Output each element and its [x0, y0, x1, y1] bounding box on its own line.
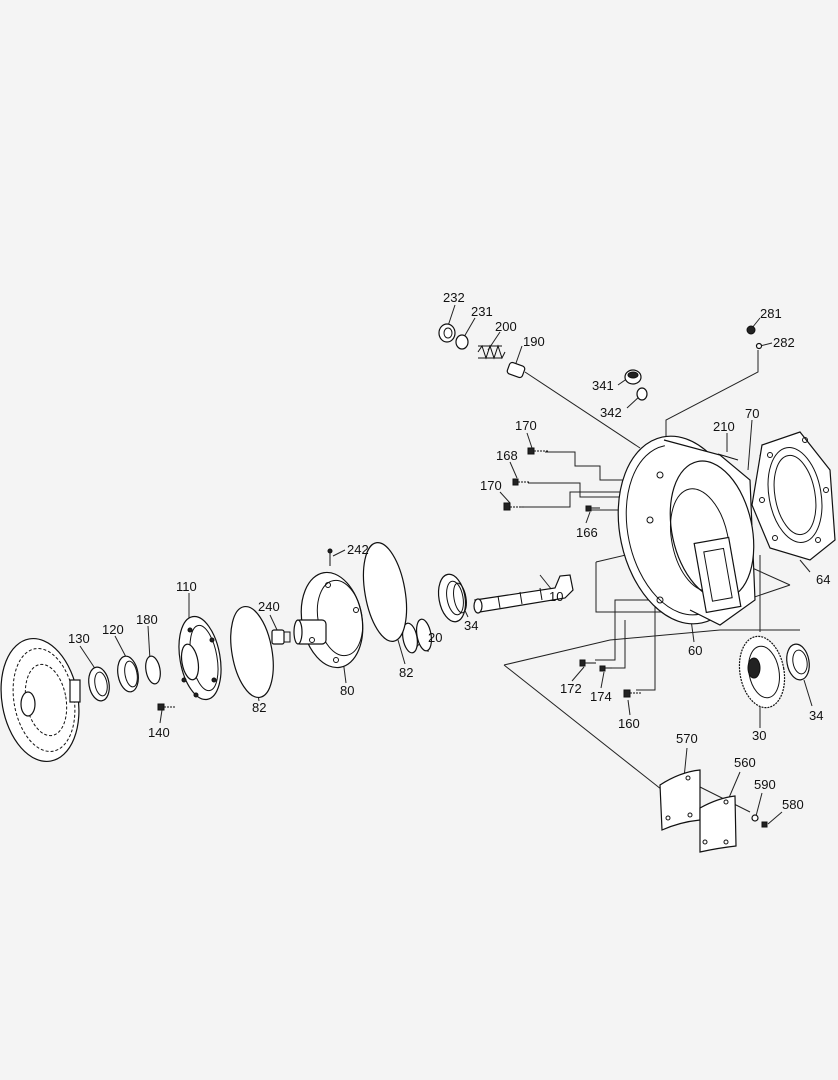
part-166-screw: [585, 505, 600, 512]
part-labels: 232 231 200 190 281 282 341 342 170 210 …: [68, 290, 830, 812]
label-240: 240: [258, 599, 280, 614]
part-240-fitting: [271, 629, 291, 645]
label-180: 180: [136, 612, 158, 627]
part-160-bolt: [623, 689, 642, 698]
part-60-converter-housing: [617, 435, 756, 626]
label-281: 281: [760, 306, 782, 321]
part-242-pin: [327, 548, 333, 566]
label-174: 174: [590, 689, 612, 704]
part-231-seal-ring: [455, 334, 469, 350]
part-170-bolt-lower: [503, 502, 524, 511]
label-170-lower: 170: [480, 478, 502, 493]
part-580-screw: [761, 821, 768, 828]
part-110-stator-plate: [178, 615, 222, 701]
part-232-cap-nut: [438, 323, 456, 343]
part-82-ring-right: [362, 542, 408, 642]
label-166: 166: [576, 525, 598, 540]
label-580: 580: [782, 797, 804, 812]
part-torque-converter: [0, 637, 81, 763]
label-570: 570: [676, 731, 698, 746]
label-20: 20: [428, 630, 442, 645]
part-282-washer: [755, 342, 763, 350]
label-160: 160: [618, 716, 640, 731]
part-281-nut: [746, 325, 756, 335]
label-590: 590: [754, 777, 776, 792]
part-80-pump-housing: [293, 571, 364, 669]
label-341: 341: [592, 378, 614, 393]
label-190: 190: [523, 334, 545, 349]
label-110: 110: [176, 579, 197, 594]
part-180-snap-ring: [145, 655, 161, 685]
label-80: 80: [340, 683, 354, 698]
part-341-plug: [624, 369, 642, 385]
label-34-left: 34: [464, 618, 478, 633]
label-232: 232: [443, 290, 465, 305]
part-170-bolt-upper: [527, 447, 548, 455]
label-82-right: 82: [399, 665, 413, 680]
label-120: 120: [102, 622, 124, 637]
part-140-bolt: [157, 703, 176, 711]
part-200-spring: [477, 344, 506, 360]
label-130: 130: [68, 631, 90, 646]
label-60: 60: [688, 643, 702, 658]
part-34-bearing-right: [786, 643, 810, 681]
label-210: 210: [713, 419, 735, 434]
label-282: 282: [773, 335, 795, 350]
label-82-left: 82: [252, 700, 266, 715]
label-231: 231: [471, 304, 493, 319]
part-64-adapter-plate: [751, 431, 836, 561]
part-570-cover-plate: [659, 769, 701, 831]
label-242: 242: [347, 542, 369, 557]
part-130-ring: [88, 666, 110, 702]
part-210-pin: [717, 453, 739, 461]
label-200: 200: [495, 319, 517, 334]
part-120-bearing: [117, 655, 139, 693]
part-20-o-rings: [402, 618, 433, 654]
label-342: 342: [600, 405, 622, 420]
part-174-screw: [599, 665, 612, 672]
label-10: 10: [549, 589, 563, 604]
part-10-shaft: [473, 574, 574, 614]
label-172: 172: [560, 681, 582, 696]
label-64: 64: [816, 572, 830, 587]
label-170-upper: 170: [515, 418, 537, 433]
label-34-right: 34: [809, 708, 823, 723]
part-560-cover-plate: [699, 795, 737, 853]
part-30-gear: [738, 635, 786, 709]
label-30: 30: [752, 728, 766, 743]
label-140: 140: [148, 725, 170, 740]
part-172-screw: [579, 659, 596, 667]
label-560: 560: [734, 755, 756, 770]
label-70: 70: [745, 406, 759, 421]
part-82-ring-left: [230, 605, 274, 699]
part-34-bearing-left: [437, 573, 467, 623]
part-342-ring: [636, 387, 648, 401]
label-168: 168: [496, 448, 518, 463]
part-590-washer: [751, 814, 759, 822]
part-168-bolt: [512, 478, 530, 486]
part-190-piston: [506, 361, 526, 379]
